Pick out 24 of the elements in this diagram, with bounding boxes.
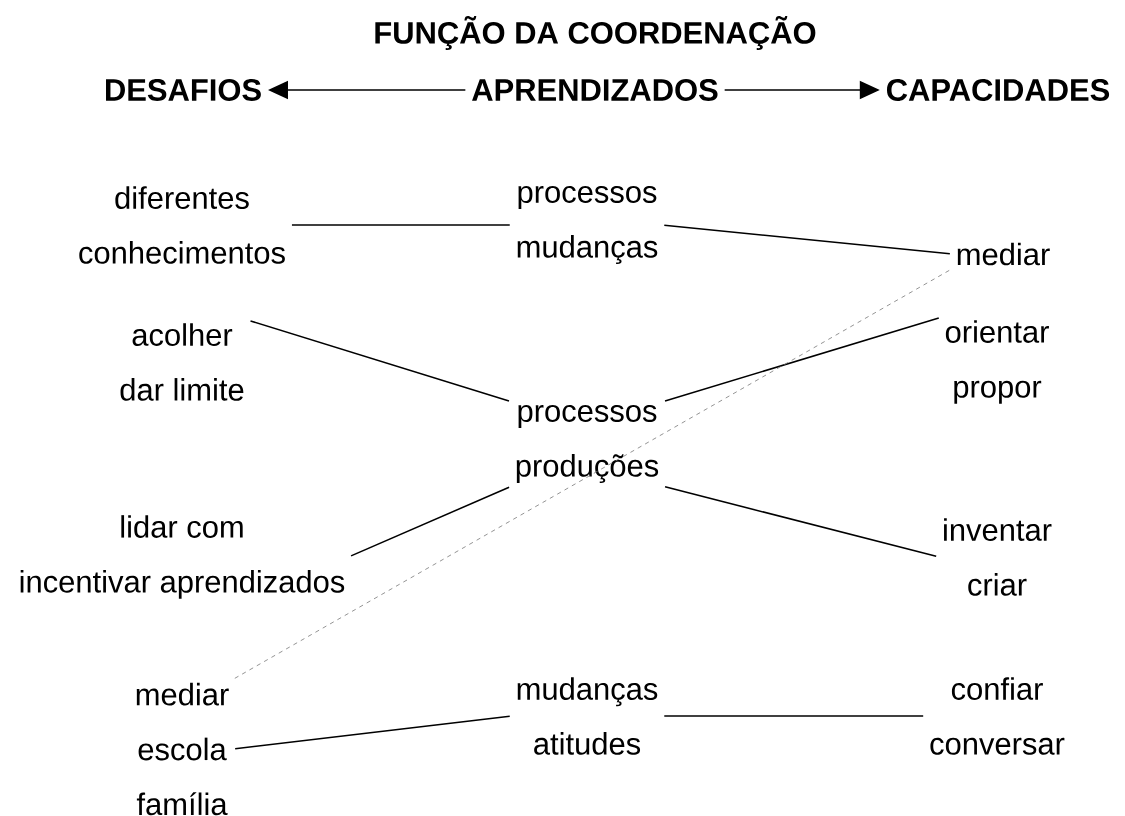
text-label: lidar com incentivar aprendizados xyxy=(20,515,345,599)
connector-line xyxy=(234,715,511,750)
connector-line xyxy=(249,320,510,402)
text-label: mediar xyxy=(957,242,1050,266)
title: FUNÇÃO DA COORDENAÇÃO xyxy=(375,16,816,50)
text-label: processos produções xyxy=(516,405,659,483)
column-heading: DESAFIOS xyxy=(106,79,261,101)
connector-line xyxy=(663,224,951,255)
text-label: acolher dar limite xyxy=(120,323,244,401)
text-label: mediar escola família xyxy=(136,682,229,816)
column-heading: APRENDIZADOS xyxy=(472,79,718,101)
text-label: orientar propor xyxy=(945,320,1049,404)
text-label: processos mudanças xyxy=(517,186,658,264)
text-label: confiar conversar xyxy=(930,677,1065,755)
connector-line xyxy=(291,224,511,226)
connector-line xyxy=(664,486,937,558)
column-heading: CAPACIDADES xyxy=(887,79,1110,101)
text-label: diferentes conhecimentos xyxy=(79,186,285,264)
text-label: inventar criar xyxy=(944,518,1052,596)
connector-line xyxy=(664,317,940,402)
dashed-line xyxy=(234,269,951,679)
connector-line xyxy=(663,715,924,717)
connector-line xyxy=(350,486,510,557)
text-label: mudanças atitudes xyxy=(517,677,658,755)
